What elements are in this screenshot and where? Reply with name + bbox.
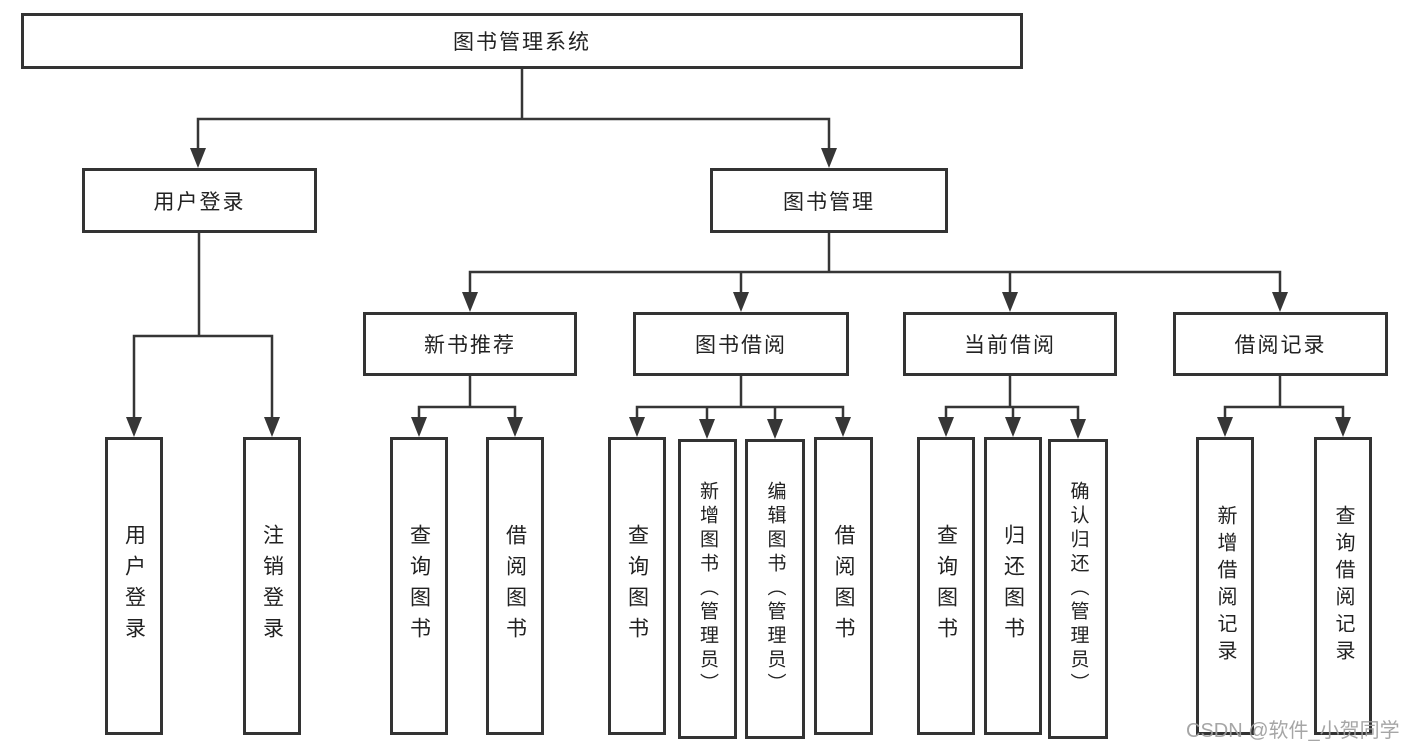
leaf-current-query-books-label: 查询图书 [934,524,958,648]
arrowhead-leaf-user-login [126,417,142,437]
watermark: CSDN @软件_小贺同学 [1186,720,1400,742]
leaf-recommend-borrow-books-label: 借阅图书 [503,524,527,648]
leaf-user-login: 用户登录 [105,437,163,735]
leaf-add-book-admin-label: 新增图书（管理员） [697,481,718,697]
connector-recommend-rail [417,405,517,421]
leaf-add-borrow-record: 新增借阅记录 [1196,437,1254,735]
arrowhead-current-confirm [1070,419,1086,439]
arrowhead-leaf-logout [264,417,280,437]
node-new-book-recommend: 新书推荐 [363,312,577,376]
arrowhead-records-add [1217,417,1233,437]
leaf-borrow-borrow-books: 借阅图书 [814,437,873,735]
leaf-confirm-return-admin: 确认归还（管理员） [1048,439,1108,739]
leaf-logout-label: 注销登录 [260,524,284,648]
leaf-recommend-query-books: 查询图书 [390,437,448,735]
node-book-management: 图书管理 [710,168,948,233]
arrowhead-borrow-borrow [835,417,851,437]
arrowhead-borrow-records [1272,292,1288,312]
leaf-add-borrow-record-label: 新增借阅记录 [1214,505,1236,667]
arrowhead-current-query [938,417,954,437]
node-current-borrow: 当前借阅 [903,312,1117,376]
node-root-label: 图书管理系统 [453,31,591,54]
node-user-login: 用户登录 [82,168,317,233]
arrowhead-recommend-query [411,417,427,437]
arrowhead-recommend-borrow [507,417,523,437]
leaf-add-book-admin: 新增图书（管理员） [678,439,737,739]
node-book-borrow-label: 图书借阅 [695,334,787,357]
leaf-borrow-query-books: 查询图书 [608,437,666,735]
arrowhead-current-borrow [1002,292,1018,312]
leaf-edit-book-admin: 编辑图书（管理员） [745,439,805,739]
arrowhead-records-query [1335,417,1351,437]
leaf-current-query-books: 查询图书 [917,437,975,735]
arrowhead-borrow-query [629,417,645,437]
arrowhead-new-book-recommend [462,292,478,312]
arrowhead-borrow-add [699,419,715,439]
node-new-book-recommend-label: 新书推荐 [424,334,516,357]
leaf-return-book: 归还图书 [984,437,1042,735]
arrowhead-book-management [821,148,837,168]
leaf-query-borrow-record-label: 查询借阅记录 [1332,505,1354,667]
leaf-borrow-borrow-books-label: 借阅图书 [832,524,855,648]
leaf-return-book-label: 归还图书 [1001,524,1025,648]
connector-user-login-rail [132,334,274,421]
node-borrow-records-label: 借阅记录 [1234,334,1327,357]
arrowhead-book-borrow [733,292,749,312]
node-book-borrow: 图书借阅 [633,312,849,376]
arrowhead-user-login [190,148,206,168]
leaf-edit-book-admin-label: 编辑图书（管理员） [764,481,786,697]
node-root: 图书管理系统 [21,13,1023,69]
node-user-login-label: 用户登录 [153,190,246,214]
leaf-recommend-query-books-label: 查询图书 [407,524,431,648]
leaf-logout: 注销登录 [243,437,301,735]
node-book-management-label: 图书管理 [783,190,875,214]
connector-records-rail [1223,405,1345,421]
leaf-query-borrow-record: 查询借阅记录 [1314,437,1372,735]
node-borrow-records: 借阅记录 [1173,312,1388,376]
connector-borrow-rail [635,405,845,421]
arrowhead-current-return [1005,417,1021,437]
node-current-borrow-label: 当前借阅 [964,334,1056,357]
leaf-borrow-query-books-label: 查询图书 [625,524,649,648]
leaf-recommend-borrow-books: 借阅图书 [486,437,544,735]
leaf-confirm-return-admin-label: 确认归还（管理员） [1067,481,1089,697]
connector-level2-rail [196,117,831,150]
arrowhead-borrow-edit [767,419,783,439]
connector-level3-rail [468,270,1282,294]
leaf-user-login-label: 用户登录 [122,524,146,648]
